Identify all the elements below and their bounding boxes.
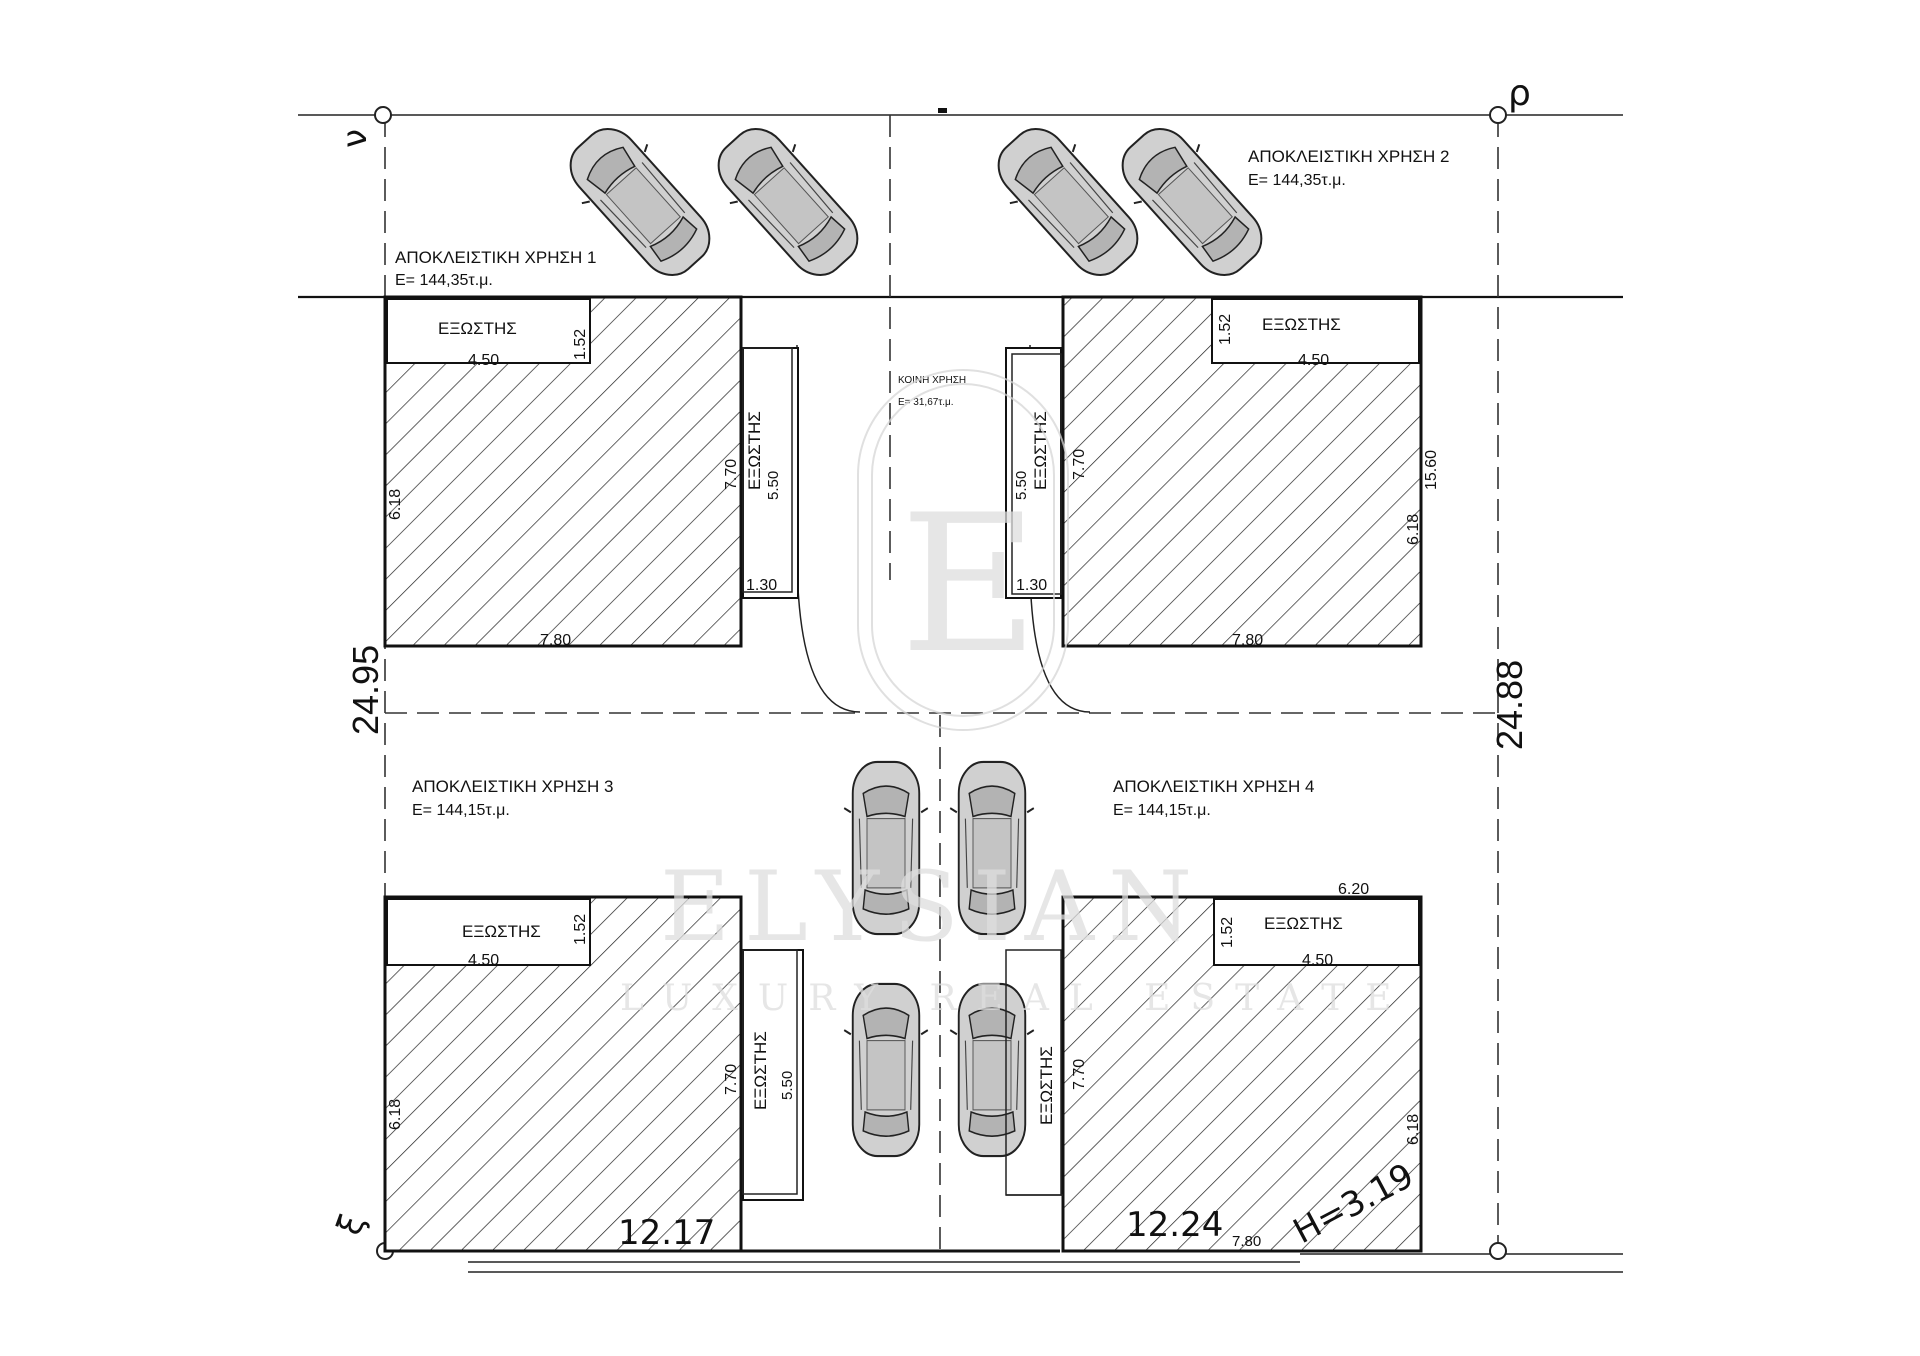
dim-left-total: 24.95: [345, 645, 386, 735]
dim-label: 6.18: [387, 1099, 404, 1130]
dim-label: 7.70: [1071, 449, 1088, 480]
corner-label-tr: ρ: [1508, 73, 1531, 114]
dim-label: 7.80: [540, 632, 571, 649]
dim-label: 6.18: [1405, 514, 1422, 545]
dim-label: 7.80: [1232, 632, 1263, 649]
dim-label: 7.70: [1071, 1059, 1088, 1090]
common-area: Ε= 31,67τ.μ.: [898, 397, 954, 408]
watermark-logo-letter: E: [900, 474, 1039, 695]
dim-label: 7.70: [723, 1064, 740, 1095]
building-3: ΕΞΩΣΤΗΣ 4.50 1.52 6.18 7.70 ΕΞΩΣΤΗΣ 5.50…: [383, 895, 804, 1253]
zone-labels: ΑΠΟΚΛΕΙΣΤΙΚΗ ΧΡΗΣΗ 1 Ε= 144,35τ.μ. ΑΠΟΚΛ…: [395, 147, 1449, 819]
dim-label: 1.52: [572, 914, 589, 945]
zone-title: ΑΠΟΚΛΕΙΣΤΙΚΗ ΧΡΗΣΗ 4: [1113, 777, 1314, 796]
zone-title: ΑΠΟΚΛΕΙΣΤΙΚΗ ΧΡΗΣΗ 1: [395, 248, 596, 267]
height-label: 12.24: [1126, 1205, 1223, 1245]
balcony-label: ΕΞΩΣΤΗΣ: [1037, 1046, 1056, 1125]
dim-label: 7.70: [723, 459, 740, 490]
balcony-label: ΕΞΩΣΤΗΣ: [438, 319, 517, 338]
dim-label: 1.52: [1219, 917, 1236, 948]
dim-label: 7.80: [1232, 1233, 1261, 1250]
dim-label: 1.30: [1016, 577, 1047, 594]
overall-dims: 24.95 24.88: [345, 645, 1530, 750]
corner-label-bl: ξ: [329, 1209, 373, 1241]
watermark: E ELYSIAN LUXURY REAL ESTATE: [620, 369, 1412, 1019]
dim-right-total: 24.88: [1489, 660, 1530, 750]
dim-label: 1.30: [746, 577, 777, 594]
car-2: [699, 110, 877, 294]
corner-label-tl: ν: [335, 129, 375, 148]
zone-area: Ε= 144,15τ.μ.: [412, 802, 510, 819]
dim-label: 5.50: [779, 1071, 796, 1100]
car-4: [1103, 110, 1281, 294]
dim-label: 4.50: [1298, 352, 1329, 369]
zone-area: Ε= 144,15τ.μ.: [1113, 802, 1211, 819]
building-1: ΕΞΩΣΤΗΣ 4.50 1.52 7.80 6.18 7.70 ΕΞΩΣΤΗΣ…: [383, 295, 799, 649]
common-title: ΚΟΙΝΗ ΧΡΗΣΗ: [898, 375, 966, 386]
watermark-subtitle: LUXURY REAL ESTATE: [620, 978, 1412, 1019]
car-3: [979, 110, 1157, 294]
dim-label: 15.60: [1423, 450, 1440, 490]
balcony-label: ΕΞΩΣΤΗΣ: [1031, 411, 1050, 490]
dim-label: 6.20: [1338, 881, 1369, 898]
zone-title: ΑΠΟΚΛΕΙΣΤΙΚΗ ΧΡΗΣΗ 2: [1248, 147, 1449, 166]
balcony-label: ΕΞΩΣΤΗΣ: [751, 1031, 770, 1110]
balcony-label: ΕΞΩΣΤΗΣ: [1264, 914, 1343, 933]
parking-top: [551, 110, 1281, 294]
balcony-label: ΕΞΩΣΤΗΣ: [1262, 315, 1341, 334]
dim-label: 4.50: [468, 352, 499, 369]
watermark-brand: ELYSIAN: [660, 851, 1206, 963]
dim-label: 1.52: [1217, 314, 1234, 345]
zone-area: Ε= 144,35τ.μ.: [1248, 172, 1346, 189]
zone-title: ΑΠΟΚΛΕΙΣΤΙΚΗ ΧΡΗΣΗ 3: [412, 777, 613, 796]
zone-area: Ε= 144,35τ.μ.: [395, 272, 493, 289]
balcony-label: ΕΞΩΣΤΗΣ: [462, 922, 541, 941]
dim-label: 4.50: [1302, 952, 1333, 969]
building-4: ΕΞΩΣΤΗΣ 4.50 6.20 1.52 6.18 7.70 ΕΞΩΣΤΗΣ…: [1005, 881, 1423, 1253]
height-label: 12.17: [618, 1213, 715, 1253]
dim-label: 4.50: [468, 952, 499, 969]
dim-label: 1.52: [572, 329, 589, 360]
balcony-label: ΕΞΩΣΤΗΣ: [745, 411, 764, 490]
building-2: ΕΞΩΣΤΗΣ 4.50 1.52 7.80 6.18 15.60 7.70 Ε…: [1005, 295, 1440, 649]
dim-label: 6.18: [387, 489, 404, 520]
dim-label: 5.50: [765, 471, 782, 500]
dim-label: 5.50: [1013, 471, 1030, 500]
dim-label: 6.18: [1405, 1114, 1422, 1145]
